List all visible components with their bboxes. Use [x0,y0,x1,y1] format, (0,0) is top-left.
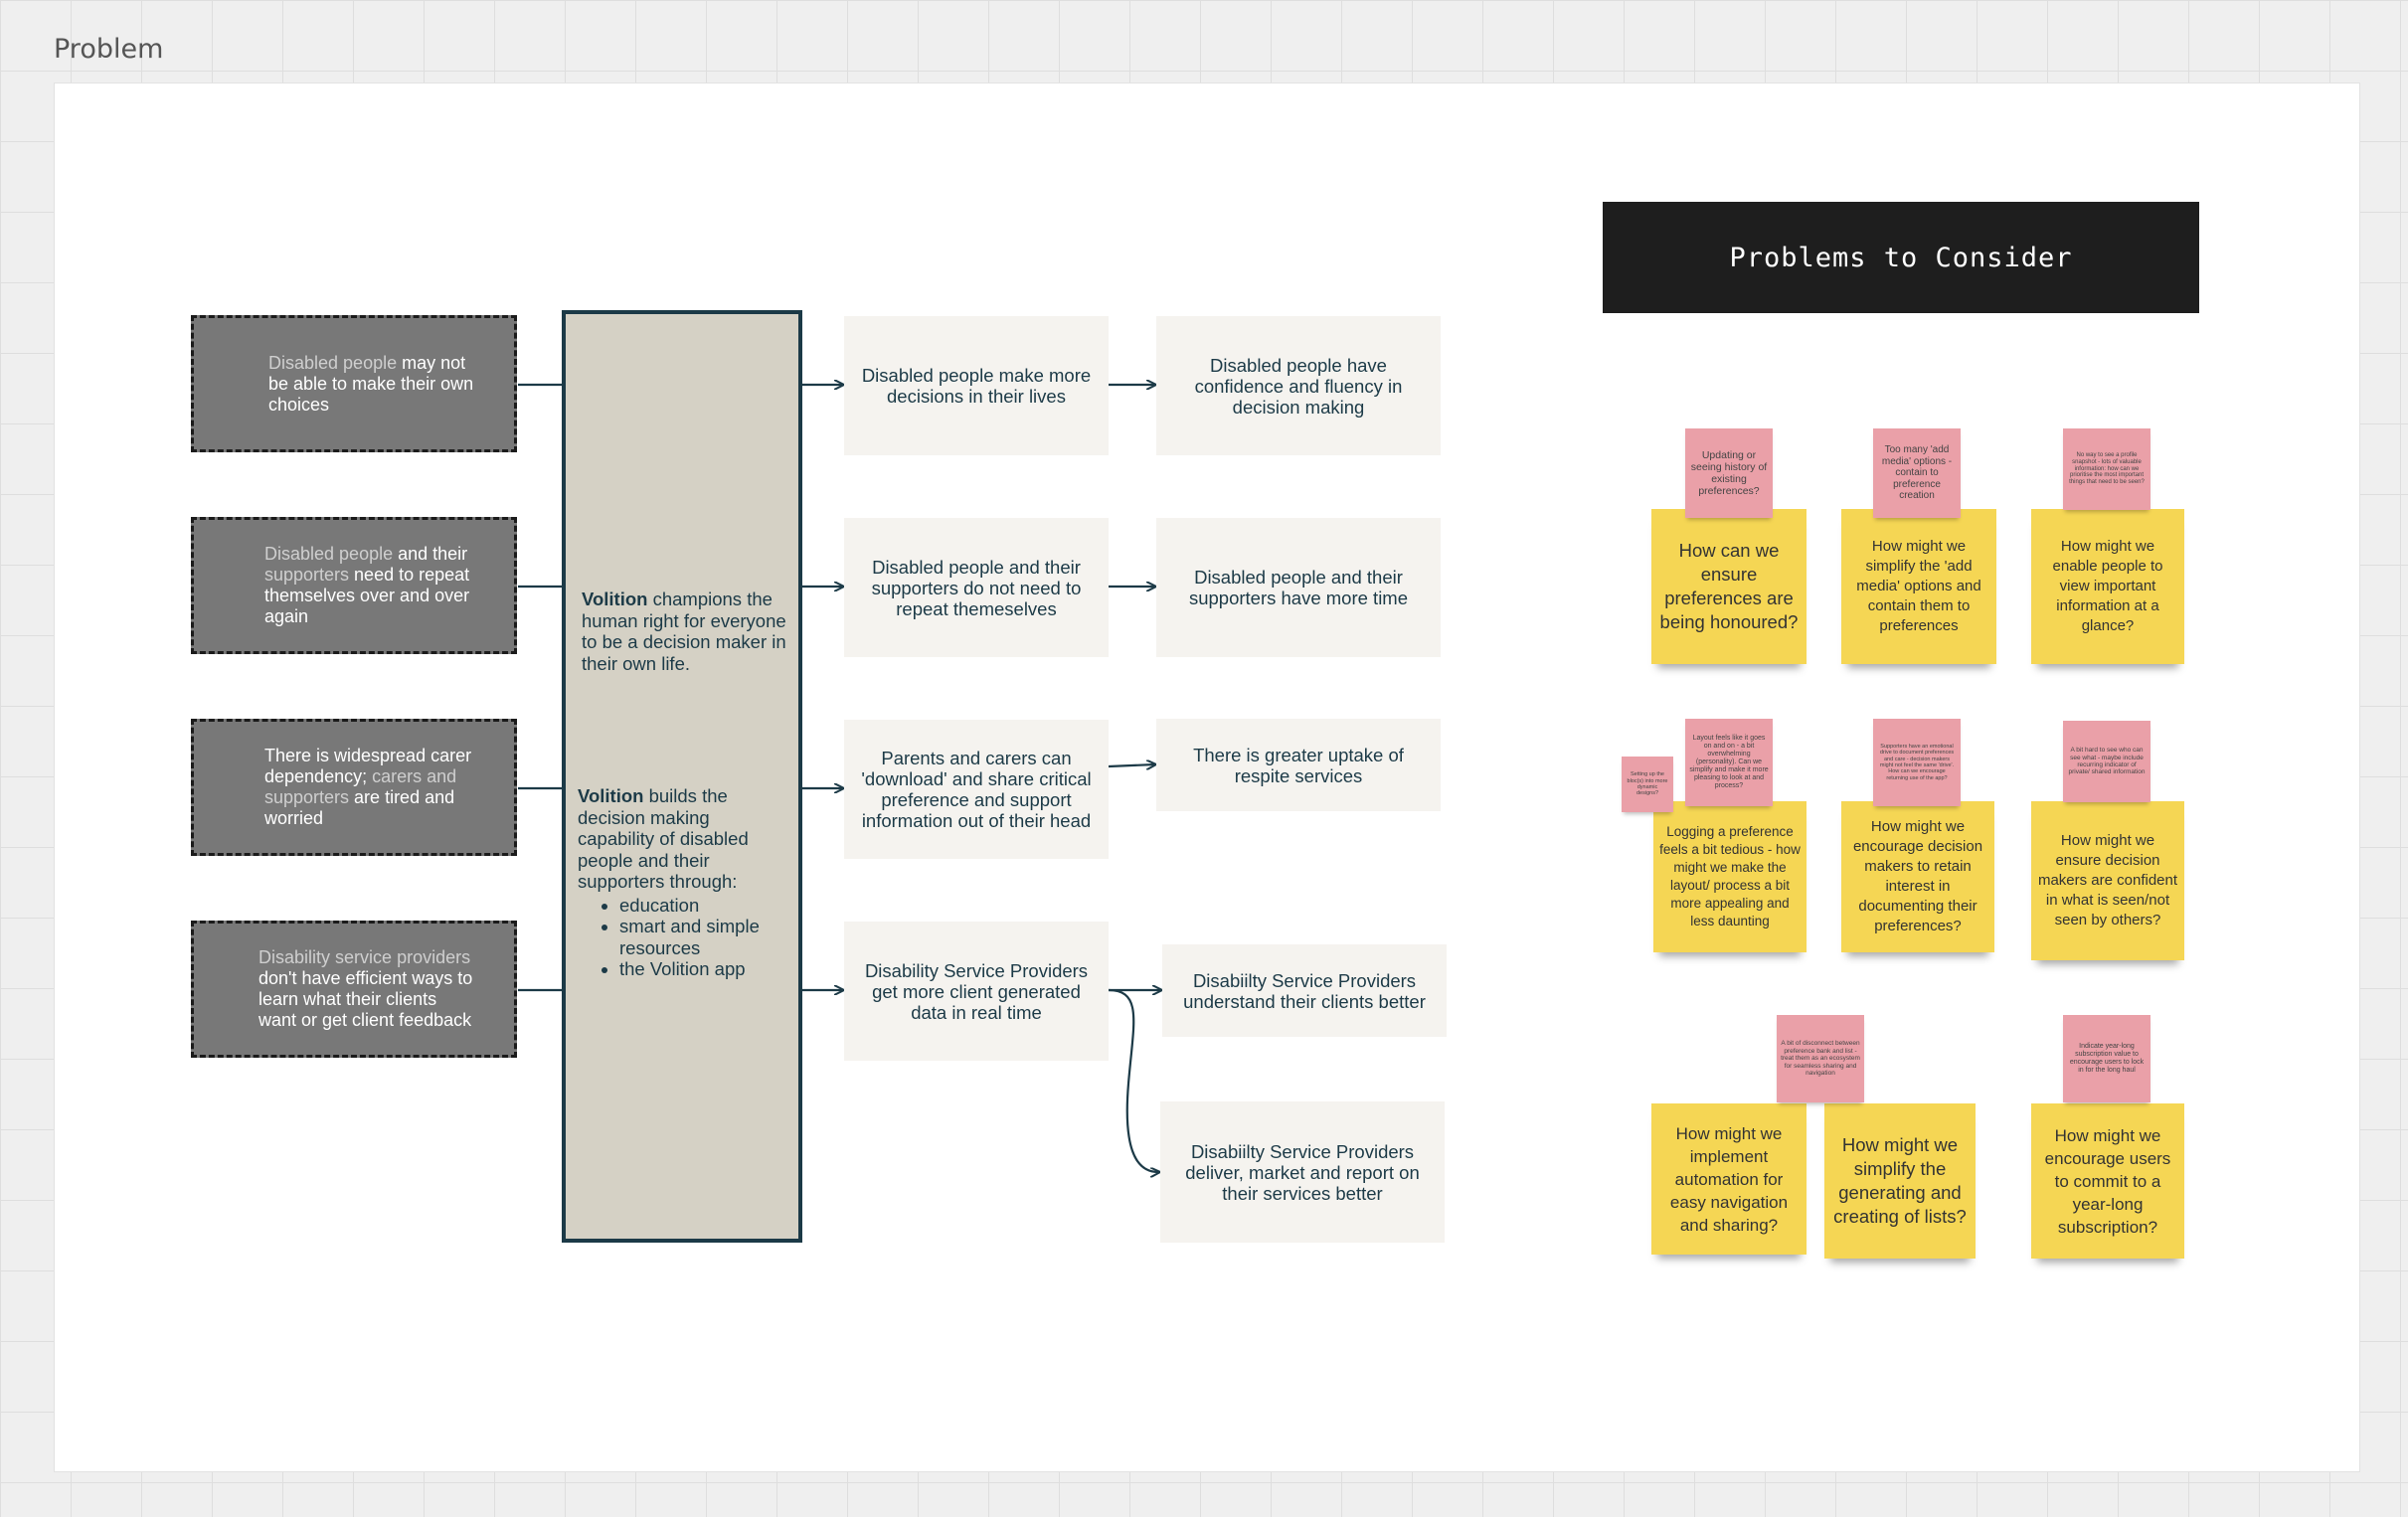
sticky-note[interactable]: How might we ensure decision makers are … [2031,801,2184,960]
problem-2-mid: and their [393,544,468,564]
feedback-note[interactable]: Indicate year-long subscription value to… [2063,1015,2150,1102]
impact-box-3: There is greater uptake of respite servi… [1156,719,1441,811]
feedback-note[interactable]: Layout feels like it goes on and on - a … [1685,719,1773,806]
sticky-note[interactable]: How might we implement automation for ea… [1651,1103,1806,1255]
outcome-box-4: Disability Service Providers get more cl… [844,922,1109,1061]
impact-box-1: Disabled people have confidence and flue… [1156,316,1441,455]
problem-3-pre: There is widespread carer dependency; [264,746,472,786]
feedback-note[interactable]: Supporters have an emotional drive to do… [1873,719,1961,806]
volition-approach-text: builds the decision making capability of… [578,785,749,892]
outcome-box-3: Parents and carers can 'download' and sh… [844,720,1109,859]
problem-box-2: Disabled people and their supporters nee… [191,517,517,654]
feedback-note[interactable]: No way to see a profile snapshot - lots … [2063,428,2150,510]
sticky-note[interactable]: Logging a preference feels a bit tedious… [1653,801,1806,952]
problem-1-highlight: Disabled people [268,352,398,373]
sticky-note[interactable]: How might we encourage users to commit t… [2031,1103,2184,1259]
outcome-box-1: Disabled people make more decisions in t… [844,316,1109,455]
bullet-item: smart and simple resources [619,916,790,958]
problem-box-1: Disabled people may not be able to make … [191,315,517,452]
impact-box-4: Disabiilty Service Providers understand … [1162,944,1447,1037]
volition-brand-2: Volition [578,785,644,806]
considerations-title: Problems to Consider [1603,202,2199,313]
volition-brand: Volition [582,589,648,609]
feedback-note[interactable]: Too many 'add media' options - contain t… [1873,428,1961,518]
volition-bullets: education smart and simple resources the… [578,895,790,980]
feedback-note[interactable]: A bit hard to see who can see what - may… [2063,721,2150,802]
problem-2-highlight: Disabled people [264,544,394,564]
volition-box: Volition champions the human right for e… [562,310,802,1243]
bullet-item: education [619,895,790,917]
problem-4-highlight: Disability [258,947,331,967]
bullet-item: the Volition app [619,958,790,980]
sticky-note[interactable]: How might we encourage decision makers t… [1841,801,1994,952]
feedback-note[interactable]: Setting up the bloc(s) into more dynamic… [1622,757,1673,812]
problem-2-highlight-2: supporters [264,565,350,585]
sticky-note[interactable]: How might we simplify the generating and… [1824,1103,1976,1259]
problem-2-text: need to repeat themselves over and over … [264,565,470,626]
feedback-note[interactable]: Updating or seeing history of existing p… [1685,428,1773,518]
sticky-note[interactable]: How might we enable people to view impor… [2031,509,2184,664]
outcome-box-2: Disabled people and their supporters do … [844,518,1109,657]
feedback-note[interactable]: A bit of disconnect between preference b… [1777,1015,1864,1102]
impact-box-5: Disabiilty Service Providers deliver, ma… [1160,1101,1445,1243]
problem-4-text: don't have efficient ways to learn what … [258,968,473,1030]
problem-box-3: There is widespread carer dependency; ca… [191,719,517,856]
problem-1-text: may not be able to make their own choice… [268,352,474,415]
volition-approach: Volition builds the decision making capa… [578,785,790,980]
volition-mission-text: champions the human right for everyone t… [582,589,786,674]
problem-3-text: are tired and worried [264,787,455,828]
sticky-note[interactable]: How can we ensure preferences are being … [1651,509,1806,664]
impact-box-2: Disabled people and their supporters hav… [1156,518,1441,657]
volition-mission: Volition champions the human right for e… [582,589,790,674]
frame-label: Problem [54,34,164,65]
problem-3-highlight: carers and supporters [264,766,457,807]
problem-box-4: Disability service providers don't have … [191,921,517,1058]
problem-4-highlight-2: service providers [335,947,471,967]
sticky-note[interactable]: How might we simplify the 'add media' op… [1841,509,1996,664]
